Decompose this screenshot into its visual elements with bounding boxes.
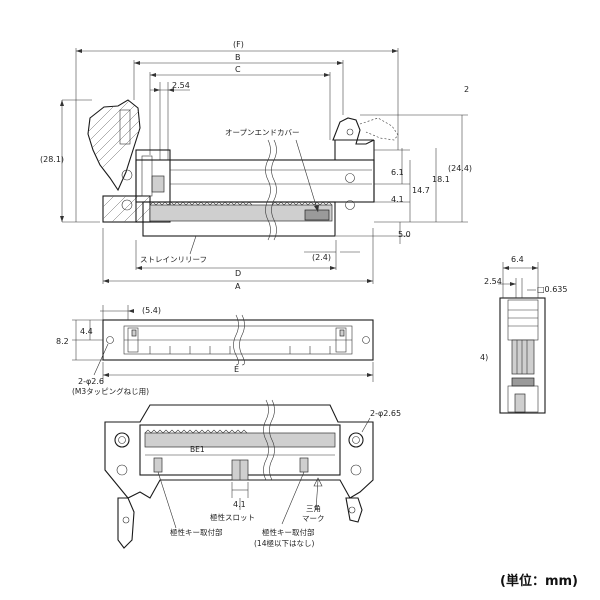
dim-a-label: A: [235, 282, 241, 291]
dim-2-54-label: 2.54: [172, 81, 190, 90]
comb-teeth: [149, 201, 333, 206]
bottom-view: BE1 2-φ2.65 4.1 極性スロット 三角 マーク 極性キー取付部 極性…: [104, 399, 401, 549]
triangle-mark-1-label: 三角: [306, 503, 321, 513]
note-2-label: 2: [464, 85, 469, 94]
strain-relief-label: ストレインリリーフ: [140, 255, 207, 264]
polarity-key-mount-2-label: 極性キー取付部: [262, 527, 315, 537]
polarity-key-mount-label: 極性キー取付部: [170, 527, 223, 537]
side-0-635-label: □0.635: [537, 285, 567, 294]
side-view: 6.4 2.54 □0.635 4): [480, 255, 567, 414]
triangle-mark-2-label: マーク: [302, 514, 325, 523]
note-4-label: 4): [480, 353, 488, 362]
dim-6-1-label: 6.1: [391, 168, 404, 177]
tapping-screw-label: (M3タッピングねじ用): [72, 386, 149, 396]
dim-5-0-label: 5.0: [398, 230, 411, 239]
dim-2-4-label: (2.4): [312, 253, 331, 262]
dim-8-2-label: 8.2: [56, 337, 69, 346]
under-14-label: (14極以下はなし): [254, 538, 314, 548]
dim-f-label: (F): [233, 40, 244, 49]
polarity-slot-label: 極性スロット: [210, 512, 255, 522]
dim-18-1-label: 18.1: [432, 175, 450, 184]
dim-28-1-label: (28.1): [40, 155, 64, 164]
top-view: (5.4) 4.4 8.2 E 2-φ2.6 (M3タッピングねじ用): [56, 305, 374, 396]
dim-e-label: E: [234, 365, 239, 374]
dim-b-label: B: [235, 53, 241, 62]
dim-4-1-bottom-label: 4.1: [233, 500, 246, 509]
dim-14-7-label: 14.7: [412, 186, 430, 195]
hole-2-65-label: 2-φ2.65: [370, 409, 401, 418]
front-view: (F) B C 2.54 (28.1) オープンエンドカバー 2 6.1 14.…: [40, 40, 472, 291]
unit-note: (単位：mm): [500, 574, 578, 589]
dim-24-4-label: (24.4): [448, 164, 472, 173]
marking-label: BE1: [190, 445, 205, 454]
open-end-cover-label: オープンエンドカバー: [225, 128, 300, 137]
dim-4-4-label: 4.4: [80, 327, 93, 336]
dim-d-label: D: [235, 269, 241, 278]
hole-2-6-label: 2-φ2.6: [78, 377, 104, 386]
side-6-4-label: 6.4: [511, 255, 524, 264]
dim-5-4-label: (5.4): [142, 306, 161, 315]
dim-4-1-top-label: 4.1: [391, 195, 404, 204]
dim-c-label: C: [235, 65, 241, 74]
side-2-54-label: 2.54: [484, 277, 502, 286]
